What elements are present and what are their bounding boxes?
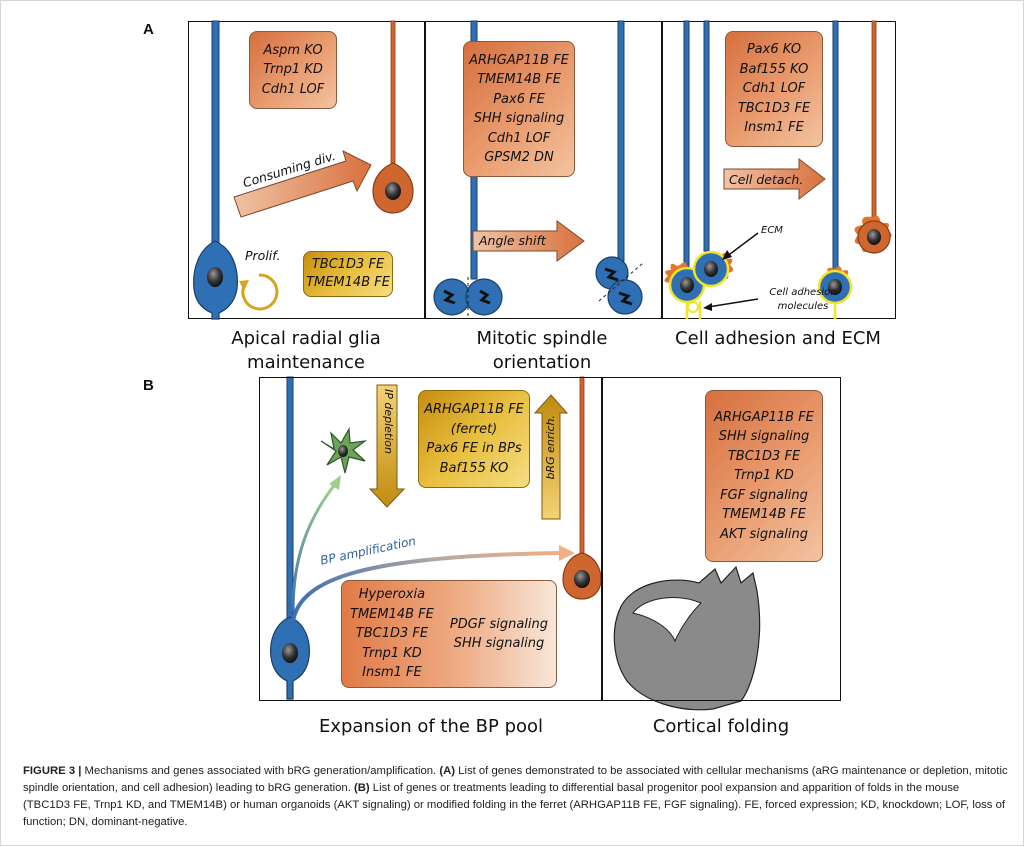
cell-detach-label: Cell detach.	[729, 172, 804, 187]
spindle-genes-box: ARHGAP11B FE TMEM14B FE Pax6 FE SHH sign…	[463, 41, 575, 177]
gene-label: SHH signaling	[718, 429, 810, 445]
gene-label: ARHGAP11B FE	[469, 52, 569, 68]
section-title-spindle: Mitotic spindle orientation	[476, 328, 608, 374]
gene-label: AKT signaling	[719, 526, 809, 542]
panel-a-divider-1	[424, 21, 426, 319]
gene-label: GPSM2 DN	[484, 150, 554, 165]
adhesion-molecules-label: Cell adhesion molecules	[769, 287, 837, 312]
gene-label: (ferret)	[450, 421, 498, 437]
panel-b-frame	[259, 377, 841, 701]
caption-b-label: (B)	[353, 782, 370, 795]
gene-label: TMEM14B FE	[722, 507, 806, 523]
arg-maintenance-genes-box: Aspm KO Trnp1 KD Cdh1 LOF	[249, 31, 337, 109]
gene-label: Baf155 KO	[739, 61, 809, 77]
caption-a-label: (A)	[439, 765, 456, 777]
caption-label: FIGURE 3 |	[23, 765, 82, 777]
angle-shift-label: Angle shift	[479, 233, 546, 248]
panel-b-divider	[601, 377, 603, 701]
panel-b-letter: B	[143, 377, 154, 394]
ecm-label: ECM	[761, 225, 783, 236]
section-title-arg: Apical radial glia maintenance	[231, 328, 381, 374]
cortical-folding-genes-box: ARHGAP11B FE SHH signaling TBC1D3 FE Trn…	[705, 390, 823, 562]
gene-label: Pax6 FE in BPs	[426, 441, 522, 456]
gene-label: Cdh1 LOF	[487, 130, 551, 146]
treatment-label: Hyperoxia	[358, 587, 426, 603]
treatment-label: SHH signaling	[453, 636, 545, 651]
gene-label: Cdh1 LOF	[742, 81, 806, 97]
bp-treatments-box: Hyperoxia TMEM14B FE TBC1D3 FE Trnp1 KD …	[341, 580, 557, 688]
treatment-label: Trnp1 KD	[362, 645, 422, 661]
panel-a-letter: A	[143, 21, 154, 38]
caption-a-text: List of genes demonstrated to be associa…	[23, 765, 1008, 795]
gene-label: Baf155 KO	[439, 460, 509, 476]
gene-label: ARHGAP11B FE	[714, 409, 814, 425]
gene-label: TMEM14B FE	[477, 72, 561, 87]
brg-enrich-label: bRG enrich.	[544, 415, 557, 480]
panel-a-divider-2	[661, 21, 663, 319]
gene-label: ARHGAP11B FE	[424, 402, 524, 417]
gene-label: Insm1 FE	[744, 120, 804, 136]
panel-a-frame	[188, 21, 896, 319]
bp-gold-genes-box: ARHGAP11B FE (ferret) Pax6 FE in BPs Baf…	[418, 390, 530, 488]
treatment-label: Insm1 FE	[362, 665, 422, 681]
gene-label: Pax6 KO	[746, 42, 802, 58]
section-title-cortical-folding: Cortical folding	[652, 716, 790, 737]
gene-label: Trnp1 KD	[263, 62, 323, 78]
section-title-bp-pool: Expansion of the BP pool	[318, 716, 544, 737]
gene-label: FGF signaling	[720, 487, 808, 503]
treatment-label: TBC1D3 FE	[355, 626, 429, 642]
gene-label: SHH signaling	[473, 111, 565, 126]
gene-label: Aspm KO	[263, 42, 323, 58]
arg-gold-genes-box: TBC1D3 FE TMEM14B FE	[303, 251, 393, 297]
gene-label: Pax6 FE	[493, 91, 545, 107]
caption-b-text: List of genes or treatments leading to d…	[23, 782, 1005, 829]
gene-label: TBC1D3 FE	[727, 448, 801, 464]
section-title-adhesion: Cell adhesion and ECM	[675, 328, 881, 349]
gene-label: TBC1D3 FE	[311, 257, 385, 273]
treatment-label: TMEM14B FE	[350, 606, 434, 622]
figure-caption: FIGURE 3 | Mechanisms and genes associat…	[23, 763, 1008, 832]
caption-text: Mechanisms and genes associated with bRG…	[81, 765, 440, 777]
gene-label: Trnp1 KD	[734, 468, 794, 484]
ip-depletion-label: IP depletion	[382, 389, 395, 455]
treatment-label: PDGF signaling	[449, 616, 548, 632]
prolif-label: Prolif.	[245, 248, 281, 263]
gene-label: TMEM14B FE	[306, 275, 390, 290]
gene-label: TBC1D3 FE	[737, 100, 811, 116]
adhesion-genes-box: Pax6 KO Baf155 KO Cdh1 LOF TBC1D3 FE Ins…	[725, 31, 823, 147]
gene-label: Cdh1 LOF	[261, 81, 325, 97]
